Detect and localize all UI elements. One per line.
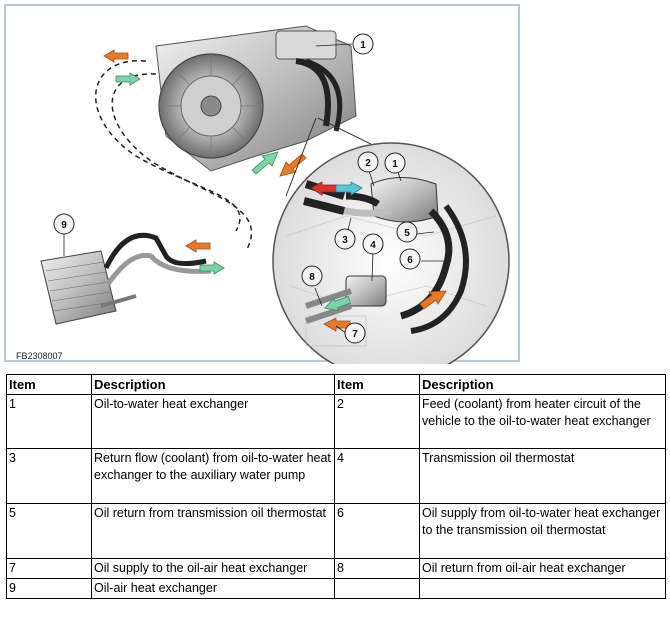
arrow-green-return: [323, 295, 352, 312]
table-row: 1 Oil-to-water heat exchanger 2 Feed (co…: [6, 394, 666, 449]
arrow-green-cooler: [199, 261, 225, 275]
item-description: Oil return from transmission oil thermos…: [91, 503, 335, 559]
transmission-housing: [155, 25, 357, 172]
callout-1-top: 1: [352, 33, 374, 55]
table-row: 9 Oil-air heat exchanger: [6, 578, 666, 599]
arrow-orange-cooler: [185, 239, 211, 253]
item-number: 9: [6, 578, 92, 599]
item-number: [334, 578, 420, 599]
callout-2: 2: [357, 151, 379, 173]
column-header-description: Description: [91, 374, 335, 395]
callout-label: 2: [365, 158, 371, 169]
table-header-row: Item Description Item Description: [6, 374, 666, 395]
item-description: [419, 578, 666, 599]
arrow-orange-supply: [419, 290, 447, 310]
zoom-detail: [272, 117, 510, 364]
item-number: 7: [6, 558, 92, 579]
item-number: 3: [6, 448, 92, 504]
table-row: 5 Oil return from transmission oil therm…: [6, 503, 666, 559]
callout-3: 3: [334, 228, 356, 250]
item-number: 2: [334, 394, 420, 449]
table-row: 7 Oil supply to the oil-air heat exchang…: [6, 558, 666, 579]
item-description: Oil supply from oil-to-water heat exchan…: [419, 503, 666, 559]
callout-label: 8: [309, 272, 315, 283]
item-description: Feed (coolant) from heater circuit of th…: [419, 394, 666, 449]
arrow-orange-left: [103, 49, 129, 63]
arrow-orange-down: [279, 153, 307, 177]
callout-6: 6: [399, 248, 421, 270]
callout-8: 8: [301, 265, 323, 287]
oil-air-heat-exchanger: [40, 232, 225, 325]
callout-5: 5: [396, 221, 418, 243]
item-number: 4: [334, 448, 420, 504]
figure-code: FB2308007: [16, 351, 63, 361]
item-number: 6: [334, 503, 420, 559]
transmission-cooling-illustration: 1 2 1 3 4 5 6 8: [40, 25, 510, 364]
arrow-cyan-feed: [335, 181, 363, 196]
callout-label: 6: [407, 255, 413, 266]
callout-label: 9: [61, 220, 67, 231]
callout-label: 5: [404, 228, 410, 239]
arrow-green-right: [115, 72, 141, 86]
callout-9: 9: [53, 213, 75, 235]
callout-label: 7: [352, 329, 358, 340]
transmission-oil-thermostat: [345, 275, 387, 307]
item-description-table: Item Description Item Description 1 Oil-…: [6, 374, 666, 599]
column-header-item: Item: [6, 374, 92, 395]
callout-label: 1: [360, 40, 366, 51]
arrow-green-up: [251, 151, 279, 175]
diagram-figure: 1 2 1 3 4 5 6 8: [4, 4, 520, 364]
item-description: Oil supply to the oil-air heat exchanger: [91, 558, 335, 579]
item-number: 8: [334, 558, 420, 579]
cooler-lines: [95, 60, 253, 252]
top-left-flow-arrows: [103, 49, 307, 177]
callout-7: 7: [344, 322, 366, 344]
column-header-item: Item: [334, 374, 420, 395]
column-header-description: Description: [419, 374, 666, 395]
callout-label: 1: [392, 159, 398, 170]
item-description: Oil return from oil-air heat exchanger: [419, 558, 666, 579]
item-description: Oil-air heat exchanger: [91, 578, 335, 599]
item-description: Transmission oil thermostat: [419, 448, 666, 504]
item-number: 1: [6, 394, 92, 449]
item-description: Return flow (coolant) from oil-to-water …: [91, 448, 335, 504]
table-row: 3 Return flow (coolant) from oil-to-wate…: [6, 448, 666, 504]
callout-1-zoom: 1: [384, 152, 406, 174]
callout-label: 4: [370, 240, 376, 251]
callout-4: 4: [362, 233, 384, 255]
item-number: 5: [6, 503, 92, 559]
callout-label: 3: [342, 235, 348, 246]
item-description: Oil-to-water heat exchanger: [91, 394, 335, 449]
